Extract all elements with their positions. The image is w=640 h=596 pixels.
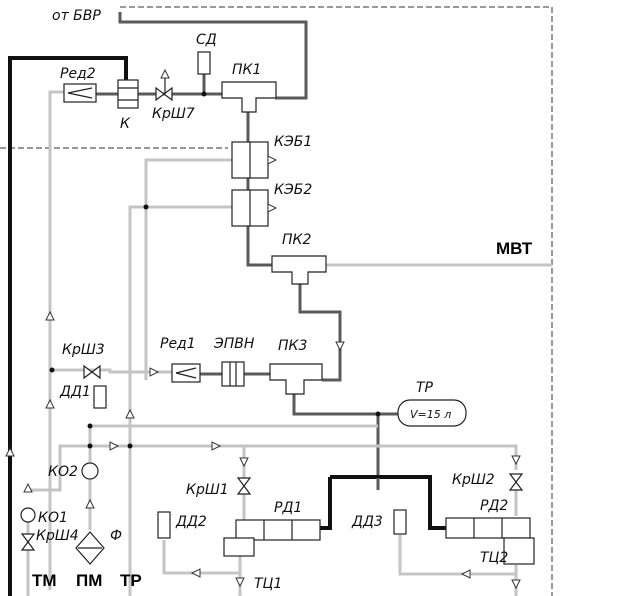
epvn-box [221, 361, 245, 387]
label-dd2: ДД2 [175, 514, 207, 530]
dd2-box [157, 511, 171, 539]
label-dd1: ДД1 [59, 384, 91, 400]
krsh2-valve [508, 473, 524, 483]
pk3-box [269, 363, 323, 395]
label-keb2: КЭБ2 [274, 182, 312, 198]
krsh3-line [52, 368, 172, 374]
label-ko1: КО1 [38, 510, 68, 526]
pk2-pk3-line [298, 282, 342, 382]
krsh7-valve [155, 86, 165, 102]
pk1-pk2-line [246, 112, 272, 267]
label-epvn: ЭПВН [213, 336, 255, 352]
pk1-box [221, 81, 277, 113]
label-krsh4: КрШ4 [36, 528, 79, 544]
krsh4-valve [20, 533, 36, 543]
label-krsh3: КрШ3 [62, 342, 105, 358]
keb1-branch [144, 158, 232, 380]
ko1-valve [20, 507, 36, 523]
label-rd2: РД2 [480, 498, 508, 514]
label-red2: Ред2 [60, 66, 96, 82]
k-box [117, 79, 139, 109]
label-k: К [120, 116, 131, 132]
left-gray-line [48, 90, 64, 590]
keb2-branch [128, 205, 232, 596]
dd3-box [393, 509, 407, 535]
rd2-box [445, 517, 531, 539]
label-tr-reservoir: ТР [416, 380, 434, 396]
label-sd: СД [196, 32, 217, 48]
label-tm: ТМ [32, 571, 57, 590]
krsh3-valve [83, 364, 93, 380]
label-krsh7: КрШ7 [152, 106, 195, 122]
label-krsh1: КрШ1 [186, 482, 229, 498]
label-tr-volume: V=15 л [410, 408, 451, 421]
label-pm: ПМ [76, 571, 102, 590]
dd1-box [93, 385, 107, 409]
label-rd1: РД1 [274, 500, 302, 516]
bvr-line [118, 12, 308, 100]
tr-reservoir [397, 399, 467, 427]
label-dd3: ДД3 [351, 514, 383, 530]
label-pk2: ПК2 [282, 232, 311, 248]
label-pk1: ПК1 [232, 62, 261, 78]
label-tc1: ТЦ1 [254, 576, 282, 592]
label-f: Ф [110, 528, 122, 544]
label-tc2: ТЦ2 [480, 550, 508, 566]
label-ot-bvr: от БВР [52, 8, 101, 24]
label-red1: Ред1 [160, 336, 196, 352]
sd-box [197, 51, 211, 75]
label-krsh2: КрШ2 [452, 472, 495, 488]
pk2-box [271, 255, 327, 285]
tc2-box [503, 537, 535, 565]
tc1-box [223, 537, 255, 557]
label-pk3: ПК3 [278, 338, 307, 354]
tm-line [8, 56, 128, 596]
label-mvt: МВТ [496, 239, 533, 258]
lower-gray-bus [90, 444, 518, 470]
rd1-box [235, 519, 321, 541]
label-ko2: КО2 [48, 464, 78, 480]
krsh1-valve [236, 477, 252, 487]
label-tr-line: ТР [120, 571, 142, 590]
rd-black-bar [330, 475, 446, 530]
label-keb1: КЭБ1 [274, 134, 312, 150]
ko2-valve [81, 462, 99, 480]
pk3-tr-line [292, 392, 398, 416]
